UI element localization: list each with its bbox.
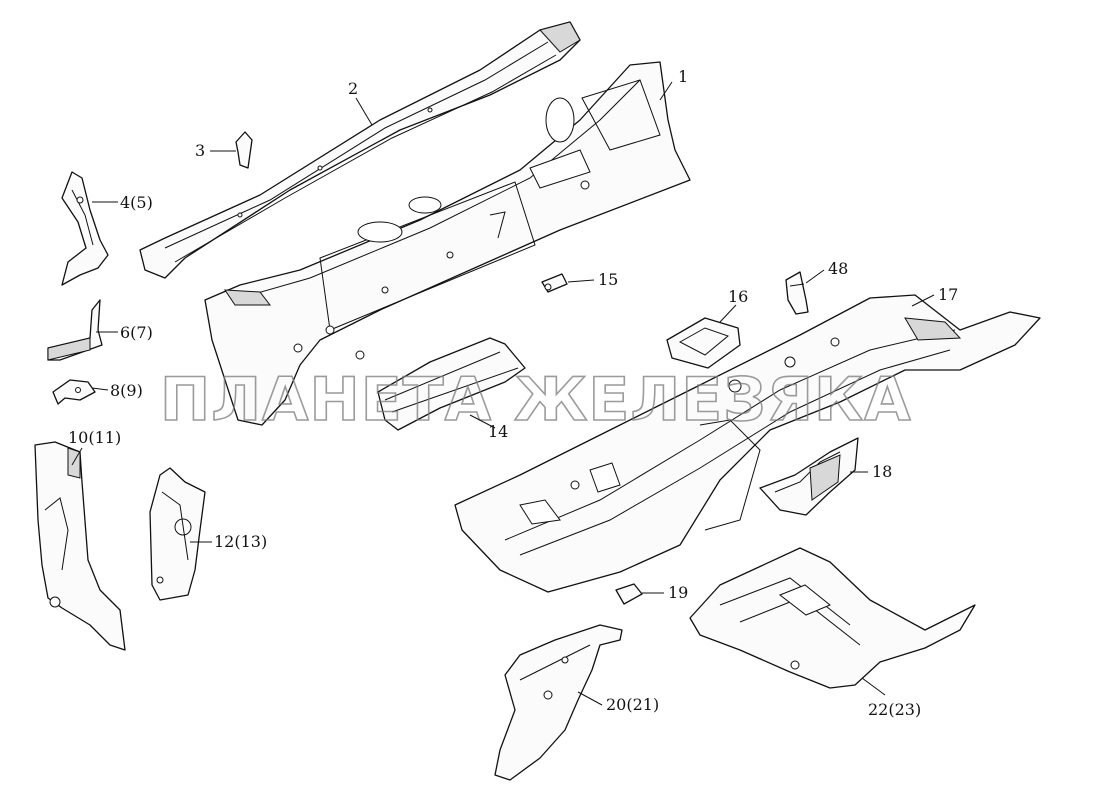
part-17-floor-pan [454, 294, 1041, 593]
part-6-7-bracket [47, 299, 103, 361]
part-2-cowl-rail [139, 21, 581, 279]
part-20-21-wheelhouse [494, 624, 623, 781]
callout-18: 18 [872, 462, 892, 481]
part-16-plate [666, 317, 741, 369]
callout-8-9: 8(9) [110, 381, 143, 400]
part-1-dash-panel [204, 61, 691, 426]
callout-20-21: 20(21) [606, 695, 659, 714]
callout-3: 3 [195, 141, 205, 160]
callout-22-23: 22(23) [868, 700, 921, 719]
callouts: 1 2 3 4(5) 6(7) 8(9) 10(11) 12(13) 14 15… [68, 67, 958, 719]
part-18-seat-bracket [759, 437, 859, 516]
callout-12-13: 12(13) [214, 532, 267, 551]
callout-1: 1 [678, 67, 688, 86]
part-10-11-side-panel [34, 441, 126, 651]
callout-14: 14 [488, 422, 508, 441]
part-19-cap [615, 583, 643, 605]
part-48-bracket [785, 271, 809, 315]
watermark-text: ПЛАНЕТА ЖЕЛЕЗЯКА [160, 365, 912, 435]
part-22-23-rear-floor [689, 547, 976, 689]
part-3-bracket [235, 131, 253, 169]
callout-17: 17 [938, 285, 958, 304]
part-12-13-reinforcement [149, 467, 206, 601]
callout-48: 48 [828, 259, 848, 278]
callout-16: 16 [728, 287, 748, 306]
callout-19: 19 [668, 583, 688, 602]
callout-6-7: 6(7) [120, 323, 153, 342]
callout-15: 15 [598, 270, 618, 289]
callout-10-11: 10(11) [68, 428, 121, 447]
leader-lines [71, 81, 935, 706]
part-8-9-clip [52, 379, 96, 405]
part-15-pin [541, 273, 568, 293]
part-14-rail [377, 337, 526, 431]
callout-2: 2 [348, 79, 358, 98]
part-4-5-pillar-brace [61, 171, 109, 286]
callout-4-5: 4(5) [120, 193, 153, 212]
